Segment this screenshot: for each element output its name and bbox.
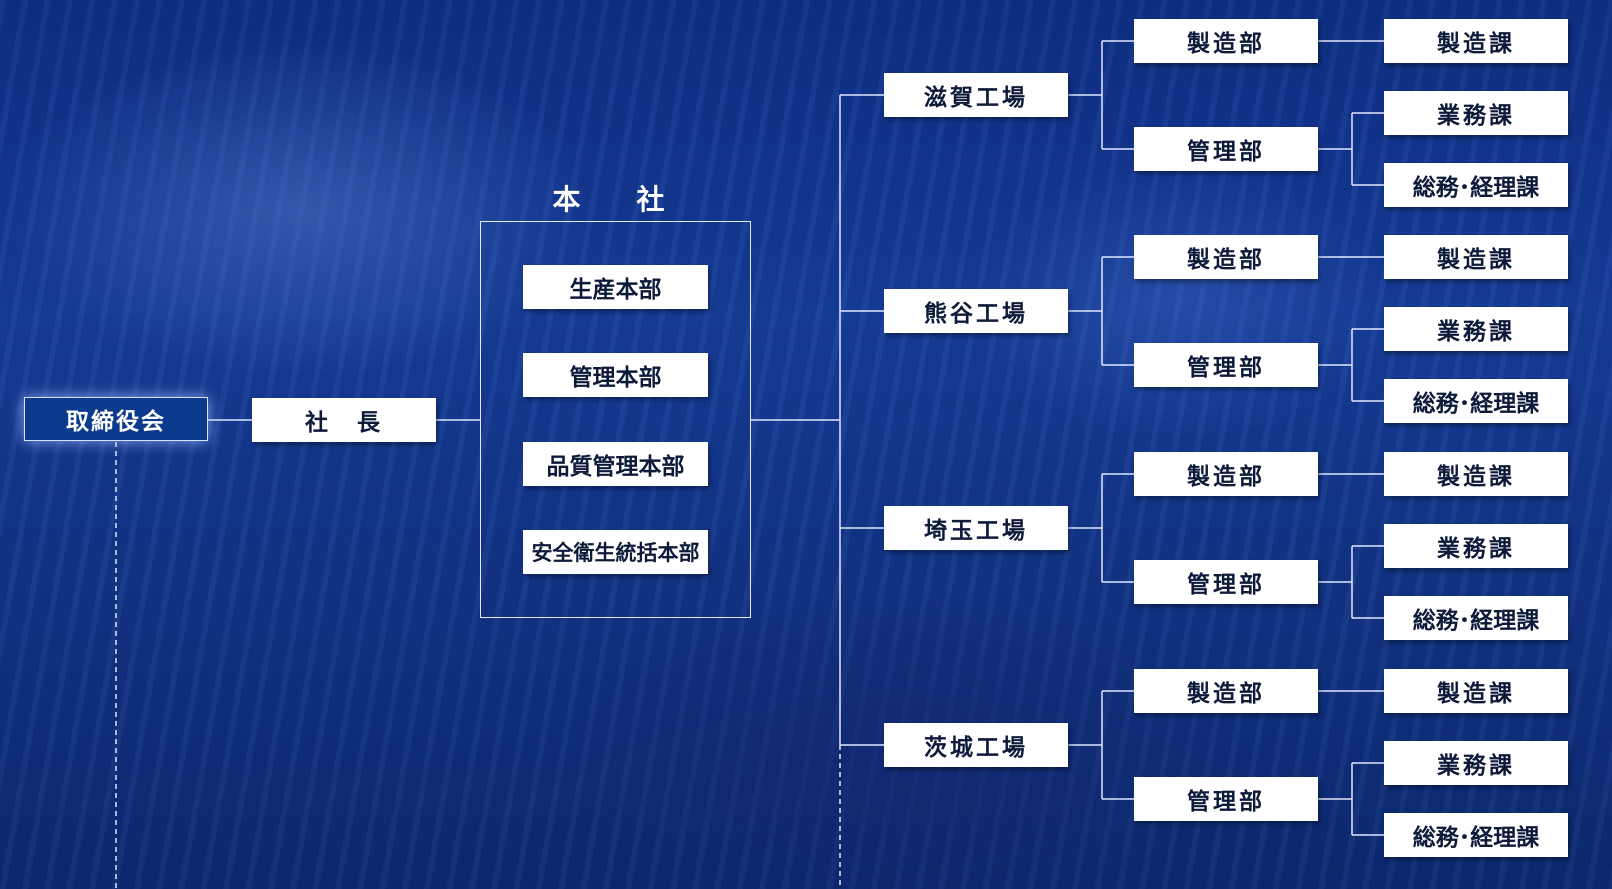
division-administration: 管理本部 <box>523 353 708 397</box>
factory-group-lines-4 <box>1068 690 1384 836</box>
section-box: 総務･経理課 <box>1384 163 1568 207</box>
factory-box: 滋賀工場 <box>884 73 1068 117</box>
factory-group-lines-2 <box>1068 256 1384 402</box>
department-box: 製造部 <box>1134 19 1318 63</box>
section-box: 総務･経理課 <box>1384 813 1568 857</box>
department-box: 管理部 <box>1134 127 1318 171</box>
head-office-title: 本 社 <box>552 183 679 216</box>
section-box: 業務課 <box>1384 524 1568 568</box>
section-box: 業務課 <box>1384 741 1568 785</box>
department-box: 製造部 <box>1134 235 1318 279</box>
division-safety-health: 安全衛生統括本部 <box>523 530 708 574</box>
section-box: 業務課 <box>1384 91 1568 135</box>
factory-group-lines-3 <box>1068 473 1384 619</box>
section-box: 製造課 <box>1384 19 1568 63</box>
president-box: 社 長 <box>252 398 436 442</box>
section-box: 業務課 <box>1384 307 1568 351</box>
head-office-frame <box>480 221 751 618</box>
factory-box: 茨城工場 <box>884 723 1068 767</box>
division-quality-control: 品質管理本部 <box>523 442 708 486</box>
department-box: 管理部 <box>1134 777 1318 821</box>
department-box: 製造部 <box>1134 669 1318 713</box>
section-box: 製造課 <box>1384 235 1568 279</box>
section-box: 総務･経理課 <box>1384 379 1568 423</box>
section-box: 製造課 <box>1384 669 1568 713</box>
department-box: 製造部 <box>1134 452 1318 496</box>
section-box: 製造課 <box>1384 452 1568 496</box>
factory-box: 埼玉工場 <box>884 506 1068 550</box>
board-of-directors-box: 取締役会 <box>24 397 208 441</box>
department-box: 管理部 <box>1134 560 1318 604</box>
department-box: 管理部 <box>1134 343 1318 387</box>
section-box: 総務･経理課 <box>1384 596 1568 640</box>
division-production: 生産本部 <box>523 265 708 309</box>
factory-group-lines-1 <box>1068 40 1384 186</box>
factory-box: 熊谷工場 <box>884 289 1068 333</box>
